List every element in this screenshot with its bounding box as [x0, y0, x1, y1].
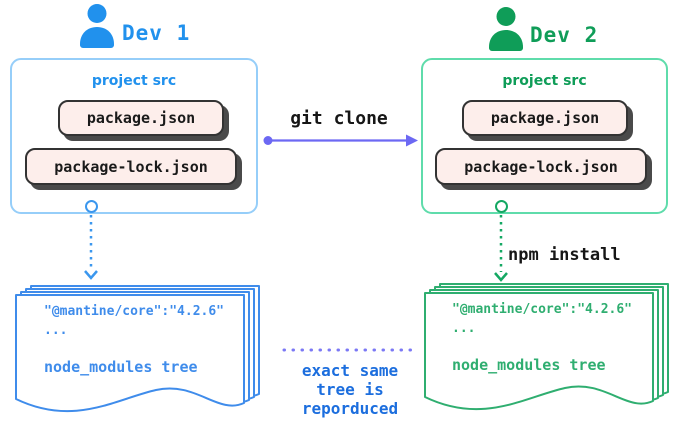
note-line: reporduced: [301, 399, 399, 418]
dev1-file-chip-package-json: package.json: [58, 100, 224, 136]
file-chip-label: package.json: [490, 109, 600, 127]
dev1-port-dot: [85, 200, 98, 213]
dev2-file-chip-package-json: package.json: [462, 100, 628, 136]
same-tree-note: exact same tree is reporduced: [266, 361, 434, 418]
git-clone-label: git clone: [290, 108, 388, 129]
dev2-doc-ellipsis: ...: [452, 321, 476, 336]
dev2-project-title: project src: [502, 73, 587, 89]
same-tree-dotted-divider: [282, 348, 418, 352]
dev2-label: Dev 2: [530, 23, 599, 47]
dev1-avatar-person-icon: [80, 4, 114, 48]
dev2-doc-title: node_modules tree: [452, 356, 606, 374]
dev2-avatar-person-icon: [489, 7, 523, 51]
dev1-install-arrow-down-dashed-icon: [84, 215, 98, 280]
note-line: exact same: [301, 361, 399, 380]
dev2-project-box: project src package.json package-lock.js…: [421, 58, 668, 214]
note-line: tree is: [316, 380, 384, 399]
dev1-node-modules-doc-stack: [15, 285, 260, 413]
dev1-doc-title: node_modules tree: [44, 358, 198, 376]
dev2-install-arrow-down-dashed-icon: [494, 215, 508, 282]
dev1-doc-ellipsis: ...: [44, 323, 68, 338]
dev2-file-chip-package-lock-json: package-lock.json: [435, 148, 647, 185]
dev1-doc-dependency-line: "@mantine/core":"4.2.6": [44, 304, 225, 319]
dev1-project-box: project src package.json package-lock.js…: [10, 58, 258, 214]
dev2-node-modules-doc-stack: [424, 283, 669, 411]
npm-install-label: npm install: [508, 245, 621, 265]
file-chip-label: package-lock.json: [464, 157, 618, 176]
dev1-label: Dev 1: [122, 21, 191, 45]
file-chip-label: package.json: [86, 109, 196, 127]
git-clone-arrow-right-icon: [263, 134, 418, 147]
file-chip-label: package-lock.json: [54, 157, 208, 176]
dev2-port-dot: [495, 200, 508, 213]
dev1-file-chip-package-lock-json: package-lock.json: [25, 148, 237, 185]
dev2-doc-dependency-line: "@mantine/core":"4.2.6": [452, 302, 633, 317]
dev1-project-title: project src: [91, 73, 177, 89]
